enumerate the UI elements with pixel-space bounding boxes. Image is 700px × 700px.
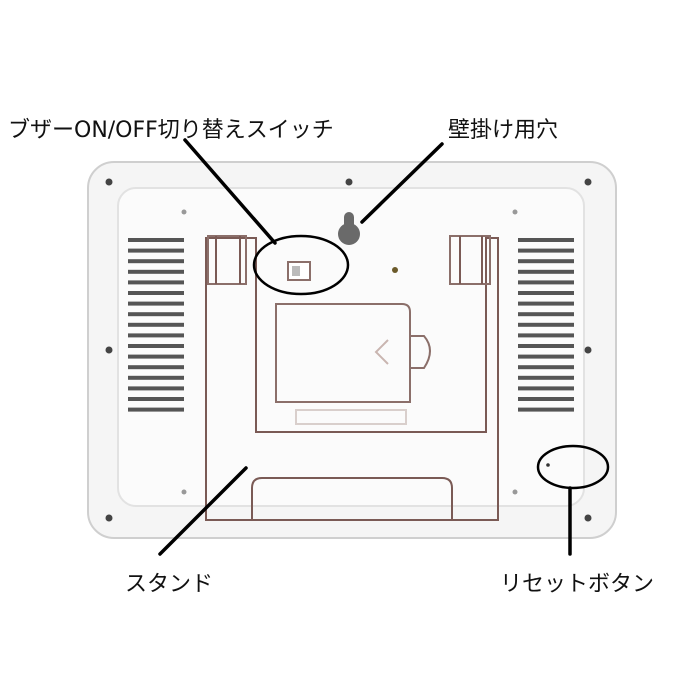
vent-slot xyxy=(128,269,184,274)
left-vent-slots xyxy=(128,238,184,412)
vent-slot xyxy=(128,301,184,306)
vent-slot xyxy=(128,333,184,338)
vent-slot xyxy=(518,269,574,274)
vent-slot xyxy=(518,386,574,391)
buzzer-switch-label: ブザーON/OFF切り替えスイッチ xyxy=(8,118,334,143)
screw xyxy=(584,178,592,186)
vent-slot xyxy=(518,407,574,412)
buzzer-callout-circle xyxy=(252,234,350,296)
stand-callout-line xyxy=(158,466,248,556)
screw xyxy=(584,346,592,354)
device-back-panel xyxy=(87,161,617,539)
vent-slot xyxy=(128,322,184,327)
vent-slot xyxy=(128,259,184,264)
vent-slot xyxy=(518,397,574,401)
screw xyxy=(345,178,353,186)
vent-slot xyxy=(518,259,574,264)
reset-button-label: リセットボタン xyxy=(500,572,655,597)
screw-small xyxy=(512,489,518,495)
stand-label: スタンド xyxy=(125,572,214,597)
stand-cutout xyxy=(251,477,453,520)
vent-slot xyxy=(128,291,184,295)
vent-slot xyxy=(518,365,574,370)
buzzer-callout-line xyxy=(183,138,277,245)
right-vent-slots xyxy=(518,238,574,412)
device-inner-panel xyxy=(117,187,585,507)
vent-slot xyxy=(128,407,184,412)
vent-slot xyxy=(128,280,184,285)
vent-slot xyxy=(518,322,574,327)
stand-frame xyxy=(205,237,499,521)
vent-slot xyxy=(518,291,574,295)
wall-hole-label: 壁掛け用穴 xyxy=(448,118,559,143)
battery-cover-latch xyxy=(410,335,431,369)
vent-slot xyxy=(518,301,574,306)
sensor-hole xyxy=(392,267,398,273)
vent-slot xyxy=(128,365,184,370)
stand xyxy=(205,235,499,521)
screw xyxy=(105,346,113,354)
reset-button-hole xyxy=(546,463,550,467)
vent-slot xyxy=(128,248,184,253)
screw xyxy=(584,514,592,522)
buzzer-switch xyxy=(287,261,311,281)
vent-slot xyxy=(128,354,184,359)
vent-slot xyxy=(128,397,184,401)
vent-slot xyxy=(518,238,574,242)
screw-small xyxy=(181,209,187,215)
vent-slot xyxy=(128,386,184,391)
screw-small xyxy=(181,489,187,495)
screw xyxy=(105,178,113,186)
reset-callout-circle xyxy=(536,444,610,490)
vent-slot xyxy=(518,312,574,317)
right-hinge xyxy=(449,235,491,285)
screw xyxy=(105,514,113,522)
wall-hanging-hole xyxy=(338,212,360,245)
hole-callout-line xyxy=(360,142,444,224)
vent-slot xyxy=(518,280,574,285)
battery-cover xyxy=(275,303,431,425)
vent-slot xyxy=(128,344,184,348)
vent-slot xyxy=(518,354,574,359)
vent-slot xyxy=(518,333,574,338)
callout-lines xyxy=(158,138,572,556)
vent-slot xyxy=(518,375,574,380)
vent-slot xyxy=(128,238,184,242)
vent-slot xyxy=(518,248,574,253)
left-hinge xyxy=(207,235,247,285)
screws xyxy=(105,178,592,522)
vent-slot xyxy=(128,312,184,317)
vent-slot xyxy=(518,344,574,348)
screw-small xyxy=(512,209,518,215)
vent-slot xyxy=(128,375,184,380)
